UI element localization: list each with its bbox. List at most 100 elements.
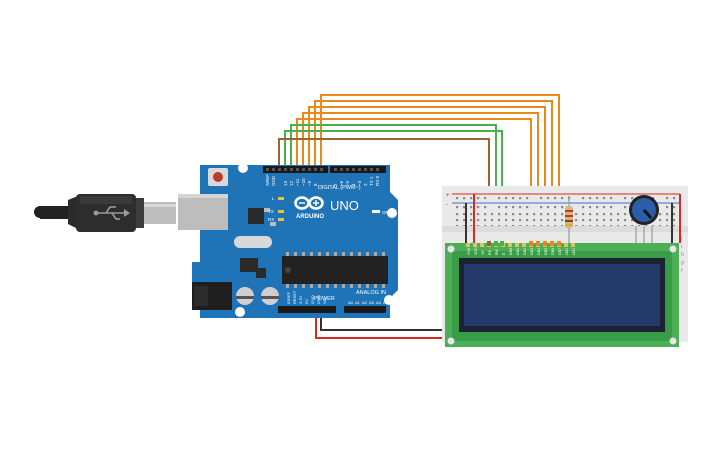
lcd-pin[interactable] [571, 243, 575, 247]
lcd-16x2-module[interactable]: VSS VDD V0 RS RW E DB0 DB1 DB2 DB3 DB4 D… [445, 243, 679, 347]
breadboard-hole[interactable] [659, 213, 662, 216]
breadboard-hole[interactable] [477, 219, 480, 222]
breadboard-hole[interactable] [463, 206, 466, 209]
breadboard-hole[interactable] [526, 206, 529, 209]
breadboard-hole[interactable] [491, 219, 494, 222]
breadboard-hole[interactable] [561, 206, 564, 209]
breadboard-hole[interactable] [540, 213, 543, 216]
breadboard-hole[interactable] [554, 206, 557, 209]
breadboard-hole[interactable] [512, 197, 515, 200]
breadboard-hole[interactable] [610, 213, 613, 216]
breadboard-hole[interactable] [610, 197, 613, 200]
breadboard-hole[interactable] [666, 213, 669, 216]
breadboard-hole[interactable] [561, 213, 564, 216]
breadboard-hole[interactable] [596, 213, 599, 216]
breadboard-hole[interactable] [519, 197, 522, 200]
breadboard-hole[interactable] [617, 219, 620, 222]
breadboard-hole[interactable] [505, 219, 508, 222]
lcd-pin[interactable] [473, 243, 477, 247]
breadboard-hole[interactable] [470, 197, 473, 200]
breadboard-hole[interactable] [470, 213, 473, 216]
breadboard-hole[interactable] [603, 206, 606, 209]
breadboard-hole[interactable] [673, 219, 676, 222]
breadboard-hole[interactable] [624, 219, 627, 222]
breadboard-hole[interactable] [631, 197, 634, 200]
breadboard-hole[interactable] [554, 219, 557, 222]
breadboard-hole[interactable] [575, 219, 578, 222]
lcd-pin[interactable] [522, 243, 526, 247]
breadboard-hole[interactable] [659, 219, 662, 222]
breadboard-hole[interactable] [540, 206, 543, 209]
breadboard-hole[interactable] [477, 197, 480, 200]
breadboard-hole[interactable] [540, 197, 543, 200]
breadboard-hole[interactable] [596, 219, 599, 222]
breadboard-hole[interactable] [526, 197, 529, 200]
breadboard-hole[interactable] [456, 197, 459, 200]
breadboard-hole[interactable] [603, 213, 606, 216]
breadboard-hole[interactable] [456, 219, 459, 222]
breadboard-hole[interactable] [505, 206, 508, 209]
lcd-pin[interactable] [508, 243, 512, 247]
lcd-pin[interactable] [480, 243, 484, 247]
breadboard-hole[interactable] [470, 206, 473, 209]
breadboard-hole[interactable] [526, 213, 529, 216]
breadboard-hole[interactable] [666, 197, 669, 200]
breadboard-hole[interactable] [589, 219, 592, 222]
breadboard-hole[interactable] [533, 219, 536, 222]
breadboard-hole[interactable] [505, 213, 508, 216]
breadboard-hole[interactable] [505, 197, 508, 200]
breadboard-hole[interactable] [547, 219, 550, 222]
breadboard-hole[interactable] [470, 219, 473, 222]
resistor-icon[interactable] [565, 196, 573, 246]
breadboard-hole[interactable] [589, 206, 592, 209]
breadboard-hole[interactable] [554, 213, 557, 216]
lcd-pin[interactable] [564, 243, 568, 247]
breadboard-hole[interactable] [498, 206, 501, 209]
breadboard-hole[interactable] [610, 219, 613, 222]
breadboard-hole[interactable] [666, 219, 669, 222]
breadboard-hole[interactable] [519, 219, 522, 222]
breadboard-hole[interactable] [484, 197, 487, 200]
breadboard-hole[interactable] [540, 219, 543, 222]
breadboard-hole[interactable] [526, 219, 529, 222]
breadboard-hole[interactable] [519, 206, 522, 209]
breadboard-hole[interactable] [582, 219, 585, 222]
breadboard-hole[interactable] [547, 197, 550, 200]
breadboard-hole[interactable] [603, 219, 606, 222]
breadboard-hole[interactable] [624, 206, 627, 209]
breadboard-hole[interactable] [463, 219, 466, 222]
lcd-pin[interactable] [515, 243, 519, 247]
breadboard-hole[interactable] [603, 197, 606, 200]
potentiometer-icon[interactable] [629, 195, 659, 243]
breadboard-hole[interactable] [554, 197, 557, 200]
power-header[interactable] [278, 306, 386, 313]
breadboard-hole[interactable] [547, 213, 550, 216]
breadboard-hole[interactable] [484, 206, 487, 209]
breadboard-hole[interactable] [477, 213, 480, 216]
breadboard-hole[interactable] [582, 213, 585, 216]
breadboard-hole[interactable] [498, 213, 501, 216]
breadboard-hole[interactable] [512, 206, 515, 209]
breadboard-hole[interactable] [589, 197, 592, 200]
arduino-uno-board[interactable]: AREF GND 13 12 ~11 ~10 ~9 8 7 ~6 ~5 4 ~3… [178, 163, 398, 318]
breadboard-hole[interactable] [582, 197, 585, 200]
orange-wires[interactable] [296, 94, 560, 243]
breadboard-hole[interactable] [463, 213, 466, 216]
breadboard-hole[interactable] [561, 197, 564, 200]
breadboard-hole[interactable] [547, 206, 550, 209]
breadboard-hole[interactable] [610, 206, 613, 209]
breadboard-hole[interactable] [498, 219, 501, 222]
breadboard-hole[interactable] [561, 219, 564, 222]
usb-cable-icon[interactable] [34, 194, 176, 232]
breadboard-hole[interactable] [477, 206, 480, 209]
breadboard-hole[interactable] [624, 213, 627, 216]
breadboard-hole[interactable] [491, 213, 494, 216]
breadboard-hole[interactable] [596, 206, 599, 209]
breadboard-hole[interactable] [456, 206, 459, 209]
breadboard-hole[interactable] [498, 197, 501, 200]
breadboard-hole[interactable] [582, 206, 585, 209]
digital-header[interactable] [263, 166, 386, 173]
reset-button-icon[interactable] [208, 168, 228, 186]
breadboard-hole[interactable] [512, 219, 515, 222]
